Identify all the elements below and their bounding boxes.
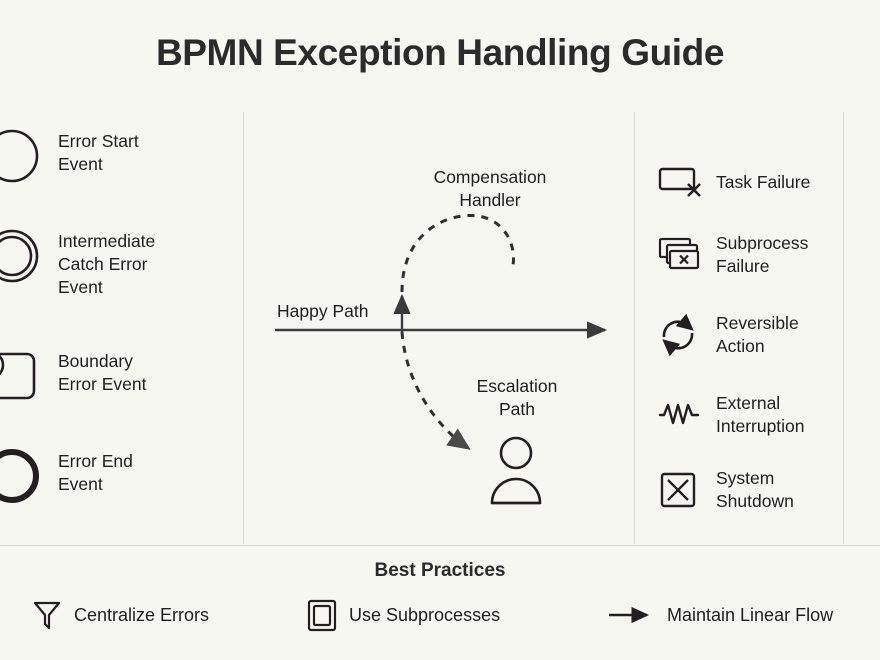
task-failure-rect-x-icon — [658, 162, 702, 202]
failure-item-reversible-action[interactable]: Reversible Action — [658, 312, 799, 358]
external-interruption-zigzag-icon — [658, 395, 702, 435]
failure-item-system-shutdown[interactable]: System Shutdown — [658, 467, 794, 513]
best-practice-use-subprocesses[interactable]: Use Subprocesses — [305, 598, 500, 632]
failure-item-label: System Shutdown — [716, 468, 794, 511]
best-practice-label: Maintain Linear Flow — [667, 604, 834, 625]
far-right-item-4[interactable]: Esc P — [848, 387, 880, 433]
far-right-item-1[interactable]: Bo E — [852, 156, 880, 202]
person-icon — [490, 436, 542, 505]
page-title: BPMN Exception Handling Guide — [155, 32, 725, 73]
far-right-item-3[interactable]: Com H — [844, 310, 880, 356]
happy-path-label: Happy Path — [277, 301, 369, 321]
far-right-item-2[interactable]: C E — [852, 233, 880, 279]
failure-item-label: Task Failure — [716, 171, 811, 192]
escalation-path-label: Escalation Path — [476, 376, 558, 419]
far-right-item-5[interactable]: Te E — [850, 464, 880, 510]
compensation-handler-label: Compensation Handler — [433, 167, 547, 210]
error-start-event-circle-icon — [0, 128, 40, 184]
best-practices-heading: Best Practices — [374, 560, 506, 581]
nested-square-icon — [305, 598, 339, 632]
right-arrow-icon — [605, 598, 657, 632]
event-item-error-end[interactable]: Error End Event — [0, 448, 133, 504]
divider-right — [843, 112, 844, 544]
failure-item-subprocess-failure[interactable]: Subprocess Failure — [658, 232, 808, 278]
best-practice-maintain-linear-flow[interactable]: Maintain Linear Flow — [605, 598, 833, 632]
error-end-event-thick-circle-icon — [0, 448, 40, 504]
event-item-error-start[interactable]: Error Start Event — [0, 128, 139, 184]
failure-item-label: External Interruption — [716, 393, 805, 436]
system-shutdown-square-x-icon — [658, 470, 702, 510]
divider-footer — [0, 545, 880, 546]
divider-middle — [634, 112, 635, 544]
failure-item-task-failure[interactable]: Task Failure — [658, 162, 810, 202]
event-item-boundary-error[interactable]: Boundary Error Event — [0, 348, 147, 404]
failure-item-label: Subprocess Failure — [716, 233, 809, 276]
best-practice-label: Centralize Errors — [74, 604, 210, 625]
divider-left — [243, 112, 244, 544]
best-practice-label: Use Subprocesses — [349, 604, 501, 625]
flow-diagram-canvas — [250, 120, 640, 540]
event-item-label: Intermediate Catch Error Event — [58, 231, 156, 297]
best-practice-centralize-errors[interactable]: Centralize Errors — [30, 598, 209, 632]
reversible-action-circular-arrows-icon — [658, 313, 702, 357]
event-item-label: Error Start Event — [58, 131, 139, 174]
funnel-icon — [30, 598, 64, 632]
intermediate-catch-error-double-circle-icon — [0, 228, 40, 284]
event-item-label: Error End Event — [58, 451, 133, 494]
failure-item-external-interruption[interactable]: External Interruption — [658, 392, 805, 438]
failure-item-label: Reversible Action — [716, 313, 799, 356]
dashed-loop-arc-icon — [400, 213, 515, 293]
boundary-error-event-task-circle-icon — [0, 348, 40, 404]
event-item-intermediate-catch-error[interactable]: Intermediate Catch Error Event — [0, 228, 156, 299]
subprocess-failure-stacked-rect-x-icon — [658, 235, 702, 275]
dashed-curve-arrow-icon — [400, 331, 471, 450]
event-item-label: Boundary Error Event — [58, 351, 147, 394]
